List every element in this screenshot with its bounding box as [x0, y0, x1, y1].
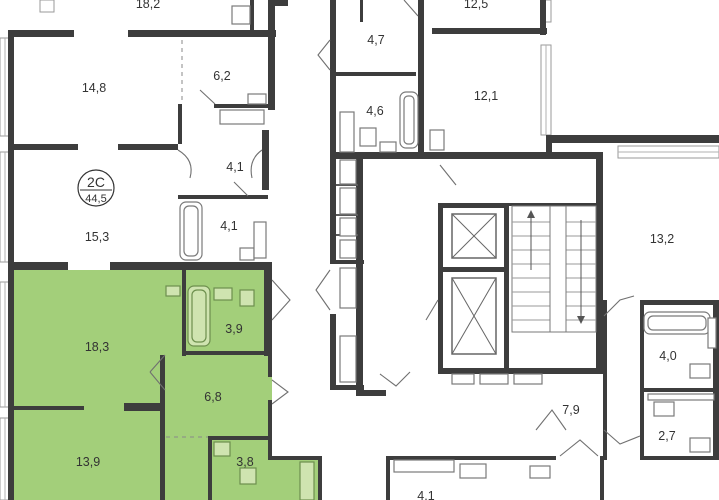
staircase: [511, 205, 597, 333]
doors: [149, 0, 641, 457]
room-area-3-9: 3,9: [225, 322, 242, 336]
room-area-13-2: 13,2: [650, 232, 674, 246]
room-area-4-1-hall: 4,1: [226, 160, 243, 174]
room-area-4-1-bottom: 4,1: [417, 489, 434, 500]
fixtures: [165, 5, 717, 500]
room-area-14-8: 14,8: [82, 81, 106, 95]
room-area-4-7: 4,7: [367, 33, 384, 47]
room-area-15-3: 15,3: [85, 230, 109, 244]
room-area-4-1-bath: 4,1: [220, 219, 237, 233]
elevators: [451, 213, 497, 355]
room-area-18-3: 18,3: [85, 340, 109, 354]
room-area-6-8: 6,8: [204, 390, 221, 404]
highlighted-apartment[interactable]: [14, 270, 318, 500]
apartment-type: 2С: [87, 174, 105, 190]
walls: [8, 0, 719, 500]
room-area-18-2: 18,2: [136, 0, 160, 11]
room-area-12-1: 12,1: [474, 89, 498, 103]
room-area-12-5: 12,5: [464, 0, 488, 11]
room-area-6-2: 6,2: [213, 69, 230, 83]
room-area-13-9: 13,9: [76, 455, 100, 469]
room-area-4-6: 4,6: [366, 104, 383, 118]
apartment-badge: 2С 44,5: [77, 169, 115, 207]
room-labels: 18,2 12,5 4,7 14,8 6,2 12,1 4,6 4,1 4,1 …: [76, 0, 677, 500]
room-area-7-9: 7,9: [562, 403, 579, 417]
room-area-2-7: 2,7: [658, 429, 675, 443]
room-area-4-0: 4,0: [659, 349, 676, 363]
apartment-area: 44,5: [85, 193, 106, 205]
room-area-3-8: 3,8: [236, 455, 253, 469]
